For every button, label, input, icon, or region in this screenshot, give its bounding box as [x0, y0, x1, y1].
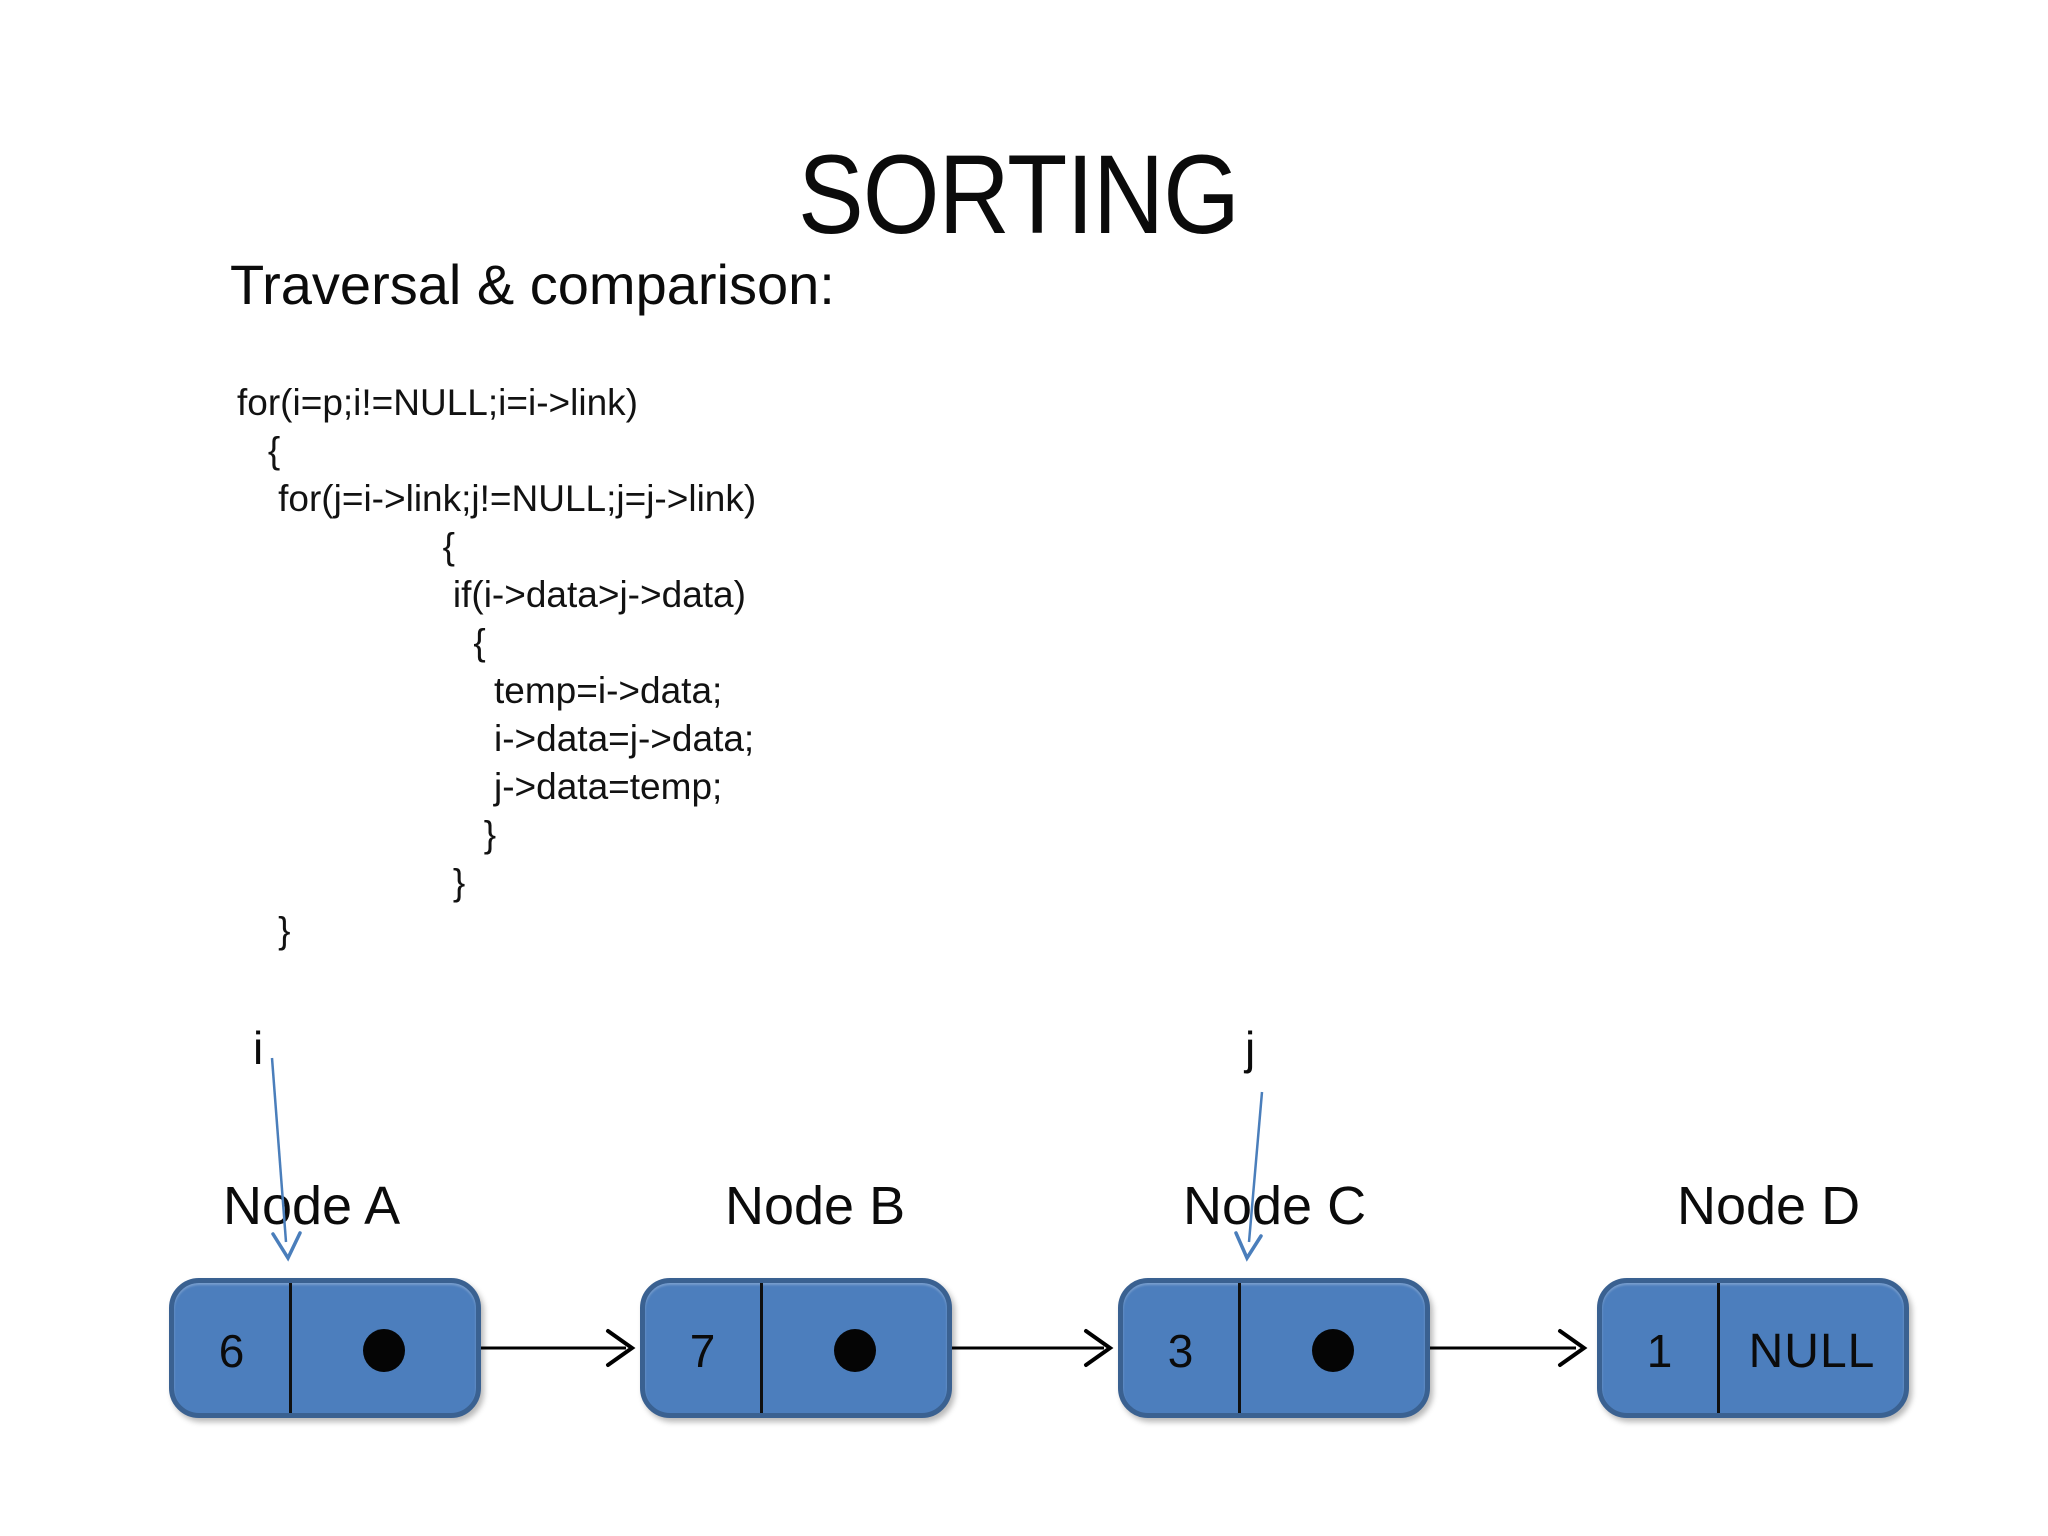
node-d-pointer-cell: NULL [1720, 1283, 1904, 1413]
code-line: if(i->data>j->data) [237, 574, 746, 615]
node-d-null-text: NULL [1748, 1324, 1876, 1378]
iterator-i-label: i [253, 1022, 264, 1074]
code-line: { [237, 430, 281, 471]
node-d-divider [1717, 1283, 1720, 1413]
node-c-pointer-dot [1312, 1328, 1354, 1372]
code-line: { [237, 526, 455, 567]
code-line: i->data=j->data; [237, 718, 755, 759]
code-block: for(i=p;i!=NULL;i=i->link) { for(j=i->li… [237, 379, 756, 955]
iterator-j-label: j [1245, 1022, 1256, 1074]
code-line: { [237, 622, 486, 663]
node-a-value: 6 [218, 1325, 245, 1377]
node-c-pointer-cell [1241, 1283, 1425, 1413]
node-c: 3 [1118, 1278, 1430, 1418]
code-line: } [237, 862, 466, 903]
node-b: 7 [640, 1278, 952, 1418]
node-a-label: Node A [223, 1176, 401, 1236]
code-line: for(j=i->link;j!=NULL;j=j->link) [237, 478, 757, 519]
code-line: temp=i->data; [237, 670, 723, 711]
node-a-divider [289, 1283, 292, 1413]
node-b-pointer-dot [834, 1328, 876, 1372]
node-a-pointer-cell [292, 1283, 476, 1413]
section-heading: Traversal & comparison: [230, 253, 835, 316]
node-c-value: 3 [1167, 1325, 1194, 1377]
node-b-pointer-cell [763, 1283, 947, 1413]
node-d-label: Node D [1677, 1176, 1861, 1236]
code-line: for(i=p;i!=NULL;i=i->link) [237, 382, 638, 423]
page-title: SORTING [798, 139, 1299, 251]
node-d-value: 1 [1646, 1325, 1673, 1377]
code-line: } [237, 910, 291, 951]
code-line: j->data=temp; [237, 766, 723, 807]
node-b-value: 7 [689, 1325, 716, 1377]
node-c-divider [1238, 1283, 1241, 1413]
node-a-pointer-dot [363, 1328, 405, 1372]
page-title-text: SORTING [798, 132, 1240, 257]
node-c-label: Node C [1183, 1176, 1367, 1236]
node-b-divider [760, 1283, 763, 1413]
node-b-label: Node B [725, 1176, 906, 1236]
code-line: } [237, 814, 497, 855]
node-a: 6 [169, 1278, 481, 1418]
node-d: 1 NULL [1597, 1278, 1909, 1418]
